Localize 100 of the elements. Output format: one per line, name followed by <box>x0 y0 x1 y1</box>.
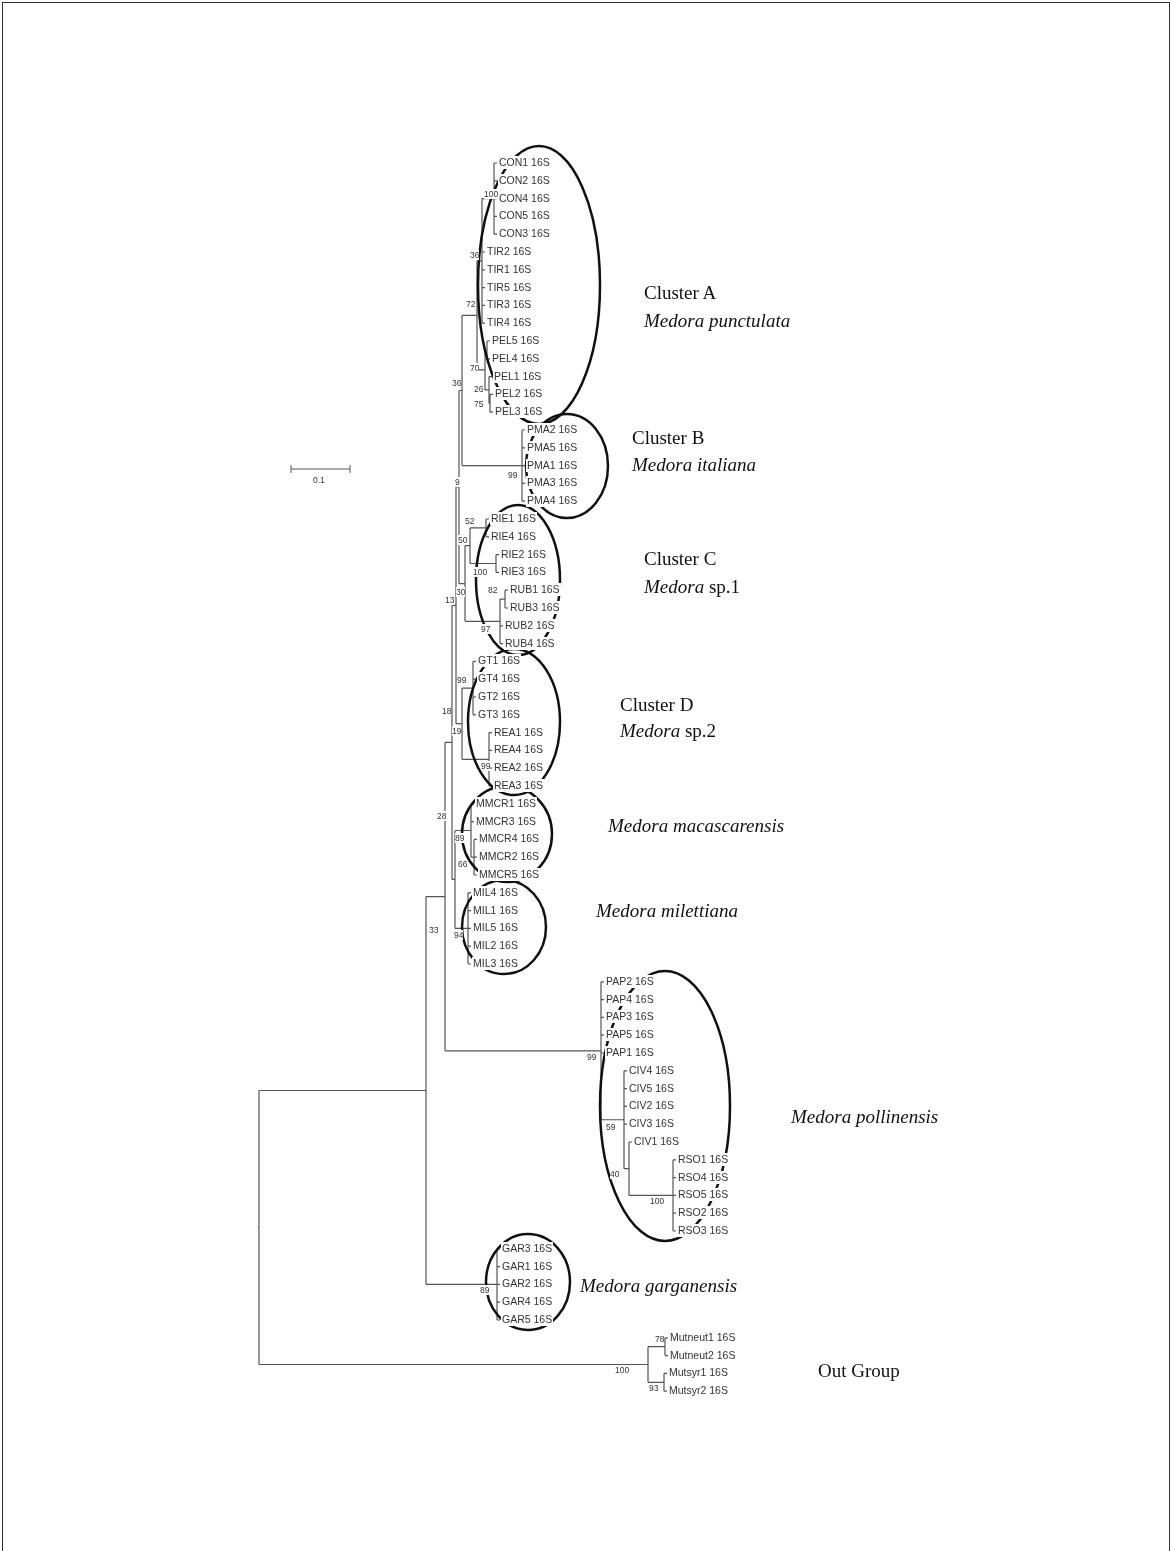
bootstrap-value: 36 <box>452 378 462 388</box>
taxon-label: PEL1 16S <box>493 369 543 383</box>
taxon-label: PEL4 16S <box>491 351 541 365</box>
taxon-label: RIE2 16S <box>500 547 547 561</box>
bootstrap-value: 94 <box>454 930 464 940</box>
bootstrap-value: 66 <box>458 859 468 869</box>
taxon-label: Mutneut2 16S <box>669 1348 737 1362</box>
taxon-label: RSO1 16S <box>677 1152 730 1166</box>
taxon-label: PMA1 16S <box>526 458 579 472</box>
taxon-label: CON2 16S <box>498 173 551 187</box>
taxon-label: PEL5 16S <box>491 334 541 347</box>
bootstrap-value: 89 <box>480 1285 490 1295</box>
bootstrap-value: 70 <box>470 363 480 373</box>
clade-name: Medora punctulata <box>644 309 791 333</box>
bootstrap-value: 82 <box>488 585 498 595</box>
bootstrap-value: 100 <box>473 567 488 577</box>
taxon-label: PAP5 16S <box>605 1028 655 1042</box>
bootstrap-value: 97 <box>481 624 491 634</box>
taxon-label: PEL3 16S <box>494 405 544 419</box>
bootstrap-value: 99 <box>457 675 467 685</box>
taxon-label: TIR5 16S <box>486 280 533 294</box>
clade-name: Medora sp.1 <box>644 575 741 599</box>
taxon-label: RUB3 16S <box>509 601 561 614</box>
bootstrap-value: 99 <box>481 761 491 771</box>
group-name: Out Group <box>818 1359 900 1383</box>
bootstrap-value: 30 <box>456 587 466 597</box>
bootstrap-value: 75 <box>474 399 484 409</box>
bootstrap-value: 9 <box>455 477 460 487</box>
clade-name: Cluster C <box>644 547 717 571</box>
taxon-label: CON1 16S <box>498 156 551 169</box>
bootstrap-value: 28 <box>437 811 447 821</box>
taxon-label: GT3 16S <box>477 707 522 721</box>
taxon-label: GT1 16S <box>477 654 522 668</box>
bootstrap-value: 50 <box>458 535 468 545</box>
taxon-label: MIL1 16S <box>472 903 519 917</box>
bootstrap-value: 59 <box>606 1122 616 1132</box>
taxon-label: MMCR1 16S <box>475 796 538 810</box>
taxon-label: RSO5 16S <box>677 1188 730 1202</box>
bootstrap-value: 18 <box>442 706 452 716</box>
taxon-label: PMA5 16S <box>526 440 579 454</box>
taxon-label: CIV4 16S <box>628 1063 675 1077</box>
taxon-label: RUB4 16S <box>504 636 556 650</box>
taxon-label: GT2 16S <box>477 690 522 703</box>
bootstrap-value: 93 <box>649 1383 659 1393</box>
taxon-label: MIL3 16S <box>472 957 519 970</box>
bootstrap-value: 33 <box>429 925 439 935</box>
bootstrap-value: 100 <box>615 1365 630 1375</box>
taxon-label: MIL4 16S <box>472 885 519 899</box>
taxon-label: MMCR3 16S <box>475 814 538 828</box>
taxon-label: PAP1 16S <box>605 1046 655 1059</box>
taxon-label: REA3 16S <box>493 779 545 792</box>
clade-name: Medora sp.2 <box>620 719 717 743</box>
taxon-label: RSO4 16S <box>677 1170 730 1184</box>
bootstrap-value: 99 <box>508 470 518 480</box>
taxon-label: Mutsyr1 16S <box>668 1366 729 1380</box>
bootstrap-value: 40 <box>610 1169 620 1179</box>
taxon-label: RUB1 16S <box>509 583 561 597</box>
taxon-label: GAR5 16S <box>501 1313 554 1326</box>
clade-name: Medora italiana <box>632 453 757 477</box>
taxon-label: TIR1 16S <box>486 262 533 276</box>
bootstrap-value: 100 <box>484 189 499 199</box>
clade-name: Medora milettiana <box>596 899 738 923</box>
taxon-label: PMA3 16S <box>526 476 579 490</box>
bootstrap-value: 36 <box>470 250 480 260</box>
taxon-label: CON4 16S <box>498 191 551 205</box>
bootstrap-value: 89 <box>455 833 465 843</box>
clade-name: Cluster B <box>632 426 705 450</box>
bootstrap-value: 13 <box>445 595 455 605</box>
taxon-label: PAP2 16S <box>605 974 655 988</box>
clade-name: Cluster D <box>620 693 694 717</box>
clade-ellipse <box>468 649 560 795</box>
taxon-label: CIV1 16S <box>633 1135 680 1148</box>
taxon-label: PMA2 16S <box>526 423 579 436</box>
taxon-label: PEL2 16S <box>494 387 544 401</box>
taxon-label: GAR1 16S <box>501 1259 554 1273</box>
clade-ellipse <box>462 880 546 974</box>
clade-name: Medora pollinensis <box>791 1105 939 1129</box>
taxon-label: Mutneut1 16S <box>669 1330 737 1344</box>
taxon-label: REA1 16S <box>493 725 545 739</box>
scale-value: 0.1 <box>313 475 325 485</box>
bootstrap-value: 78 <box>655 1334 665 1344</box>
bootstrap-value: 26 <box>474 384 484 394</box>
clade-name: Medora garganensis <box>580 1274 738 1298</box>
clade-name: Medora macascarensis <box>608 814 785 838</box>
taxon-label: RSO3 16S <box>677 1224 730 1237</box>
taxon-label: RIE1 16S <box>490 512 537 525</box>
clade-name: Cluster A <box>644 281 717 305</box>
taxon-label: PMA4 16S <box>526 494 579 508</box>
taxon-label: MMCR5 16S <box>478 868 541 881</box>
taxon-label: PAP3 16S <box>605 1010 655 1024</box>
clade-ellipse <box>600 971 730 1241</box>
taxon-label: RSO2 16S <box>677 1206 730 1220</box>
taxon-label: TIR2 16S <box>486 245 533 258</box>
taxon-label: RUB2 16S <box>504 618 556 632</box>
taxon-label: PAP4 16S <box>605 992 655 1006</box>
taxon-label: GAR3 16S <box>501 1241 554 1255</box>
taxon-label: CIV5 16S <box>628 1081 675 1095</box>
bootstrap-value: 100 <box>650 1196 665 1206</box>
taxon-label: RIE4 16S <box>490 529 537 543</box>
taxon-label: Mutsyr2 16S <box>668 1384 729 1398</box>
